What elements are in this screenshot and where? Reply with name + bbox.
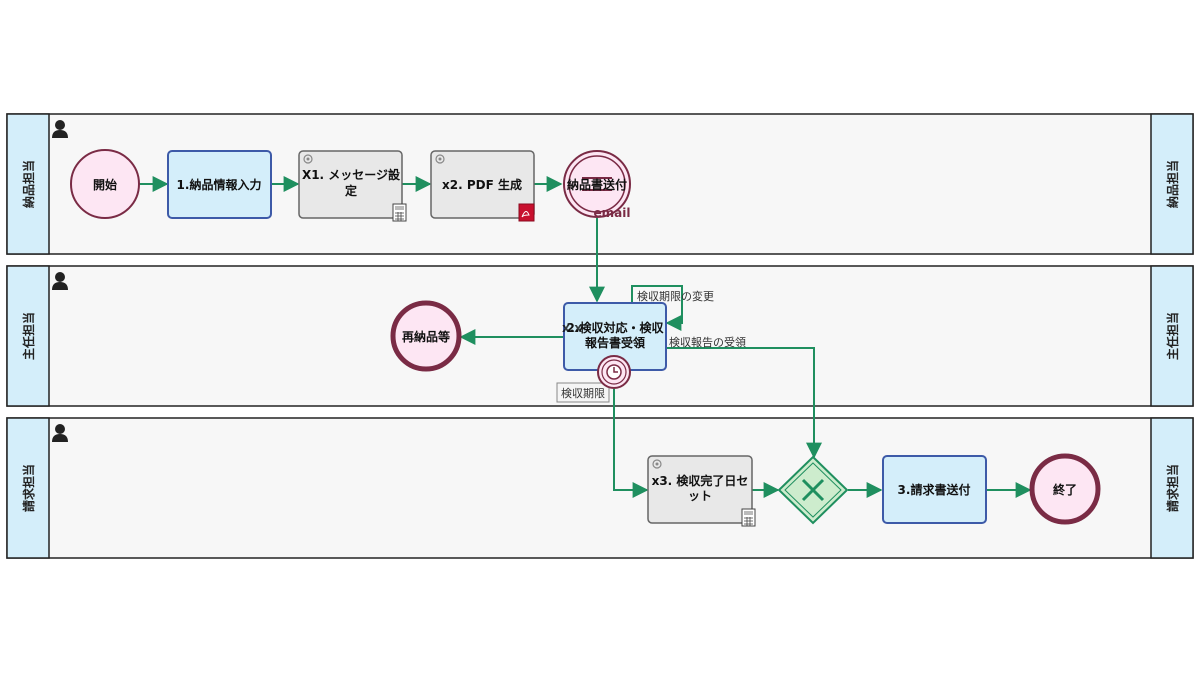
task-x3-label-line1: x3. 検収完了日セ — [652, 473, 749, 488]
task-2-label-line1: 2.検収対応・検収 — [567, 320, 665, 335]
flow-task2-gateway[interactable] — [666, 347, 822, 459]
pdf-icon — [518, 203, 535, 222]
start-event-label: 開始 — [93, 177, 117, 192]
gear-icon — [435, 154, 445, 164]
lane-label-left: 請求担当 — [21, 464, 36, 512]
task-x3-set-inspection-date[interactable]: x3. 検収完了日セ ット — [647, 455, 756, 527]
lane-header-left — [6, 113, 50, 255]
user-icon — [52, 272, 68, 290]
lane-label-right: 主任担当 — [1165, 312, 1180, 360]
edge-label-deadline-change: 検収期限の変更 — [637, 289, 714, 303]
lane-label-left: 主任担当 — [21, 312, 36, 360]
task-x2-label: x2. PDF 生成 — [442, 177, 522, 192]
lane-billing[interactable]: 請求担当 請求担当 — [6, 417, 1194, 559]
x-mark-icon — [801, 478, 825, 502]
lane-label-right: 請求担当 — [1165, 464, 1180, 512]
gear-icon — [652, 459, 662, 469]
clock-icon — [606, 364, 622, 380]
task-x1-message-setting[interactable]: X1. メッセージ設 定 — [298, 150, 407, 222]
end-event-redelivery[interactable]: 再納品等 — [390, 300, 462, 372]
task-2-inspection-report[interactable]: x.x 2.検収対応・検収 報告書受領 — [562, 302, 667, 389]
lane-label-left: 納品担当 — [21, 160, 36, 208]
start-event[interactable]: 開始 — [70, 149, 140, 219]
svg-text:検収期限: 検収期限 — [561, 386, 605, 400]
edge-label-report-received: 検収報告の受領 — [669, 335, 746, 349]
redelivery-label: 再納品等 — [402, 329, 450, 344]
lane-header-right — [1150, 417, 1194, 559]
envelope-icon — [582, 177, 612, 191]
timer-boundary-event[interactable] — [597, 355, 631, 389]
exclusive-gateway[interactable] — [777, 455, 849, 525]
lane-header-left — [6, 265, 50, 407]
user-icon — [52, 424, 68, 442]
task-x3-label-line2: ット — [688, 489, 712, 503]
task-x1-label-line2: 定 — [345, 183, 357, 198]
lane-header-right — [1150, 265, 1194, 407]
edge-label-deadline: 検収期限 — [556, 382, 610, 403]
calculator-icon — [392, 203, 407, 222]
task-1-input-delivery-info[interactable]: 1.納品情報入力 — [167, 150, 272, 219]
task-x1-label-line1: X1. メッセージ設 — [302, 167, 401, 182]
end-event[interactable]: 終了 — [1029, 453, 1101, 525]
task-3-label: 3.請求書送付 — [898, 482, 971, 497]
lane-header-left — [6, 417, 50, 559]
task-3-send-invoice[interactable]: 3.請求書送付 — [882, 455, 987, 524]
flow-timer-x3[interactable] — [613, 389, 649, 498]
task-2-overlap-text: x.x — [562, 321, 582, 335]
task-2-label-line2: 報告書受領 — [585, 335, 646, 350]
task-x2-pdf-generate[interactable]: x2. PDF 生成 — [430, 150, 535, 222]
lane-label-right: 納品担当 — [1165, 160, 1180, 208]
end-event-label: 終了 — [1053, 482, 1077, 497]
calculator-icon — [741, 508, 756, 527]
message-event-label: 納品書送付 — [567, 177, 627, 192]
message-event-send-delivery-note[interactable]: 納品書送付 email — [563, 150, 631, 220]
message-event-sublabel: email — [594, 206, 631, 220]
lane-header-right — [1150, 113, 1194, 255]
user-icon — [52, 120, 68, 138]
gear-icon — [303, 154, 313, 164]
task-1-label: 1.納品情報入力 — [177, 177, 262, 192]
